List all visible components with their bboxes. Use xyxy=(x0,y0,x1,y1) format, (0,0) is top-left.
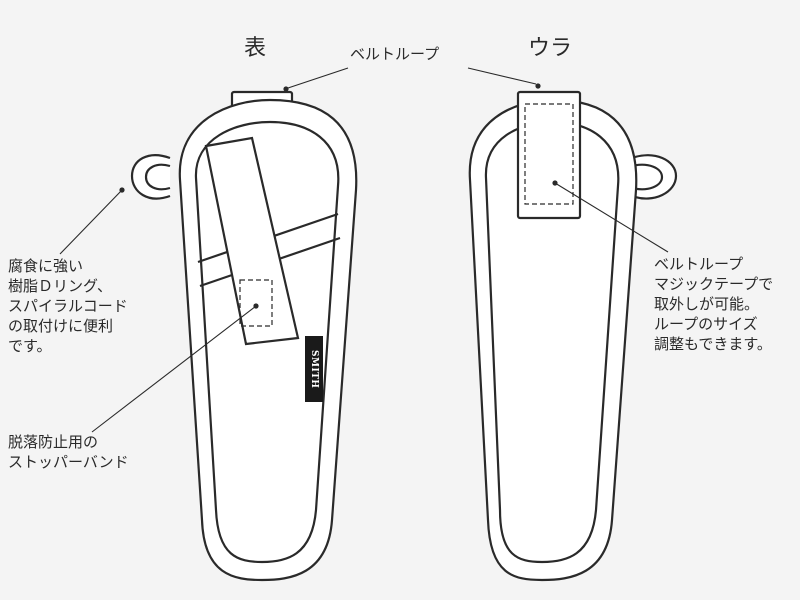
back-title: ウラ xyxy=(528,36,573,61)
back-view xyxy=(468,90,678,582)
leader-lines xyxy=(59,67,669,433)
smith-brand-tag: SMITH xyxy=(305,336,323,402)
back-belt-loop xyxy=(516,90,582,220)
back-velcro-patch xyxy=(524,103,574,205)
front-title: 表 xyxy=(244,36,267,61)
front-body-inner xyxy=(194,120,340,564)
d-ring-line-4: の取付けに便利 xyxy=(8,317,114,335)
stopper-line-2: ストッパーバンド xyxy=(8,453,129,471)
dot-belt-loop-back xyxy=(535,83,541,89)
velcro-line-4: ループのサイズ xyxy=(654,315,758,333)
back-d-ring xyxy=(631,154,678,200)
velcro-line-2: マジックテープで xyxy=(654,275,774,293)
front-velcro-patch xyxy=(239,279,273,327)
front-view xyxy=(130,90,358,582)
front-d-ring-inner xyxy=(144,163,171,191)
d-ring-line-2: 樹脂Ｄリング、 xyxy=(8,277,112,295)
d-ring-line-5: です。 xyxy=(8,337,52,355)
front-stopper-strap xyxy=(204,136,300,346)
d-ring-line-3: スパイラルコード xyxy=(8,297,128,315)
leader-velcro xyxy=(554,182,669,253)
leader-belt-loop-front xyxy=(287,67,349,89)
d-ring-label: 腐食に強い 樹脂Ｄリング、 スパイラルコード の取付けに便利 です。 xyxy=(8,256,128,356)
d-ring-line-1: 腐食に強い xyxy=(8,257,84,275)
back-d-ring-inner xyxy=(631,163,664,191)
velcro-label: ベルトループ マジックテープで 取外しが可能。 ループのサイズ 調整もできます。 xyxy=(654,254,773,354)
dot-belt-loop-front xyxy=(283,86,289,92)
anchor-dots xyxy=(119,83,558,309)
back-body-outer xyxy=(468,98,638,582)
dot-d-ring xyxy=(119,187,125,193)
stopper-label: 脱落防止用の ストッパーバンド xyxy=(8,432,129,472)
velcro-line-1: ベルトループ xyxy=(654,255,744,273)
dot-stopper xyxy=(253,303,259,309)
leader-stopper xyxy=(91,305,257,433)
velcro-line-5: 調整もできます。 xyxy=(654,335,772,353)
belt-loop-label: ベルトループ xyxy=(350,45,440,63)
dot-velcro xyxy=(552,180,558,186)
leader-d-ring xyxy=(59,189,123,255)
front-d-ring xyxy=(130,154,171,200)
stopper-line-1: 脱落防止用の xyxy=(8,433,99,451)
velcro-line-3: 取外しが可能。 xyxy=(654,295,760,313)
leader-belt-loop-back xyxy=(467,67,537,85)
